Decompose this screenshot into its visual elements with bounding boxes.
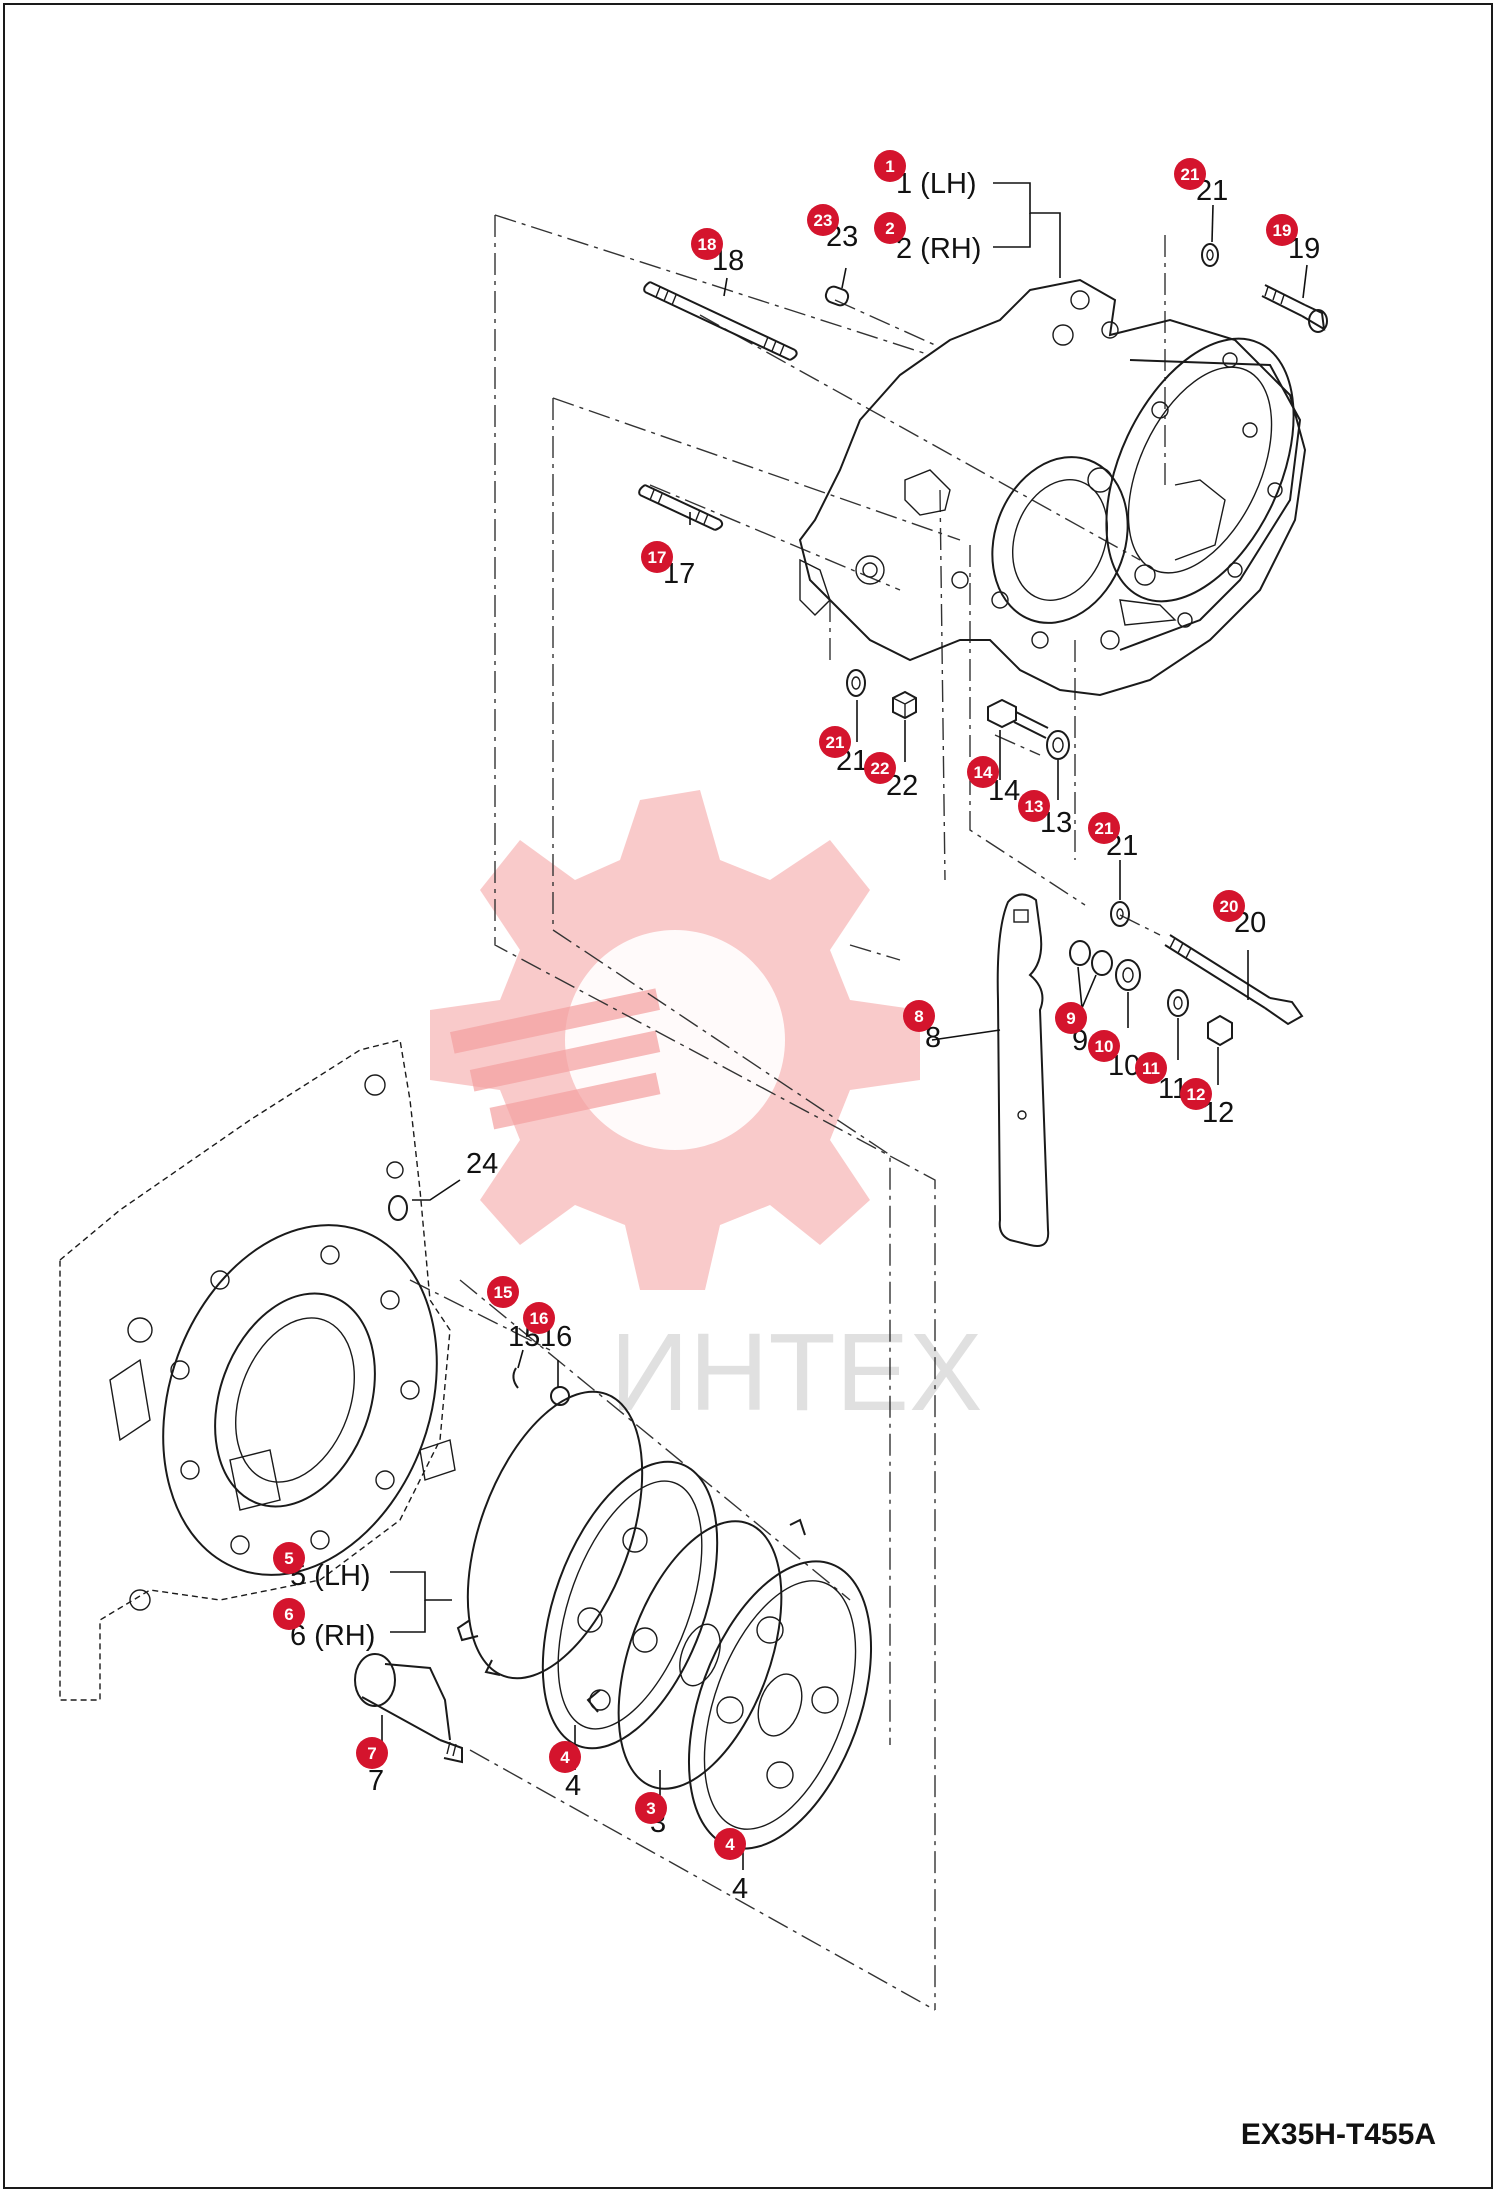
badge-3[interactable]: 3 <box>635 1792 667 1824</box>
badge-7[interactable]: 7 <box>356 1737 388 1769</box>
label-part-5-lh: 5 (LH) <box>290 1560 371 1592</box>
short-stud-17 <box>638 484 724 531</box>
badge-16[interactable]: 16 <box>523 1302 555 1334</box>
bolt-14 <box>987 698 1049 739</box>
svg-text:21: 21 <box>1095 819 1114 838</box>
diagram-code: EX35H-T455A <box>1240 2118 1436 2151</box>
svg-text:23: 23 <box>814 211 833 230</box>
dowel-pin-23 <box>824 285 850 307</box>
pin-15 <box>512 1367 519 1389</box>
washer-11 <box>1167 989 1189 1017</box>
badge-18[interactable]: 18 <box>691 228 723 260</box>
badge-21-right[interactable]: 21 <box>1088 812 1120 844</box>
svg-text:20: 20 <box>1220 897 1239 916</box>
svg-text:1: 1 <box>885 157 894 176</box>
badge-11[interactable]: 11 <box>1135 1052 1167 1084</box>
svg-text:3: 3 <box>646 1799 655 1818</box>
badge-10[interactable]: 10 <box>1088 1030 1120 1062</box>
part-labels: 1 (LH) 2 (RH) 23 18 21 19 17 21 22 14 13… <box>290 168 1320 1905</box>
svg-text:4: 4 <box>560 1748 570 1767</box>
svg-text:18: 18 <box>698 235 717 254</box>
badge-23[interactable]: 23 <box>807 204 839 236</box>
badge-20[interactable]: 20 <box>1213 890 1245 922</box>
washer-21-right <box>1110 901 1130 927</box>
svg-text:10: 10 <box>1095 1037 1114 1056</box>
badge-21-lower-left[interactable]: 21 <box>819 726 851 758</box>
callout-badges: 1 2 23 18 21 19 17 21 22 14 13 21 20 8 9… <box>273 150 1298 1860</box>
svg-text:15: 15 <box>494 1283 513 1302</box>
svg-text:16: 16 <box>530 1309 549 1328</box>
watermark-text: ИНТЕХ <box>610 1311 982 1434</box>
label-part-24: 24 <box>466 1148 498 1180</box>
badge-6[interactable]: 6 <box>273 1598 305 1630</box>
badge-8[interactable]: 8 <box>903 1000 935 1032</box>
label-part-6-rh: 6 (RH) <box>290 1620 375 1652</box>
transmission-case <box>59 1039 456 1701</box>
svg-text:2: 2 <box>885 219 894 238</box>
pin-9-pair <box>1069 940 1113 976</box>
badge-13[interactable]: 13 <box>1018 790 1050 822</box>
badge-5[interactable]: 5 <box>273 1542 305 1574</box>
svg-text:4: 4 <box>725 1835 735 1854</box>
svg-text:17: 17 <box>648 548 667 567</box>
dowel-24 <box>388 1195 408 1221</box>
friction-disc-4-front <box>541 1460 719 1750</box>
badge-17[interactable]: 17 <box>641 541 673 573</box>
badge-9[interactable]: 9 <box>1055 1002 1087 1034</box>
svg-text:7: 7 <box>367 1744 376 1763</box>
bolt-19 <box>1261 284 1328 333</box>
leader-lines <box>381 182 1308 1870</box>
label-part-2-rh: 2 (RH) <box>896 233 981 265</box>
badge-4-front[interactable]: 4 <box>549 1741 581 1773</box>
badge-14[interactable]: 14 <box>967 756 999 788</box>
washer-21-lower-left <box>846 669 866 697</box>
long-stud-18 <box>643 281 798 361</box>
svg-text:9: 9 <box>1066 1009 1075 1028</box>
svg-text:14: 14 <box>974 763 993 782</box>
diagram-frame <box>3 3 1493 2189</box>
final-drive-housing <box>798 278 1307 697</box>
svg-text:8: 8 <box>914 1007 923 1026</box>
assembly-guide-lines <box>409 214 1166 2011</box>
nut-22 <box>892 690 917 720</box>
label-part-4-rear: 4 <box>732 1873 748 1905</box>
ball-16 <box>550 1386 570 1406</box>
brake-housing-5-6 <box>456 1390 644 1680</box>
brake-lever-8 <box>996 893 1050 1247</box>
svg-text:21: 21 <box>1181 165 1200 184</box>
badge-19[interactable]: 19 <box>1266 214 1298 246</box>
badge-1[interactable]: 1 <box>874 150 906 182</box>
svg-text:21: 21 <box>826 733 845 752</box>
separator-plate-3 <box>586 1518 806 1790</box>
svg-text:6: 6 <box>284 1605 293 1624</box>
svg-text:5: 5 <box>284 1549 293 1568</box>
label-part-7: 7 <box>368 1765 384 1797</box>
svg-text:12: 12 <box>1187 1085 1206 1104</box>
washer-21-upper <box>1201 243 1219 267</box>
washer-13 <box>1046 730 1070 760</box>
badge-2[interactable]: 2 <box>874 212 906 244</box>
nut-12 <box>1207 1014 1233 1047</box>
svg-text:13: 13 <box>1025 797 1044 816</box>
label-part-8: 8 <box>925 1022 941 1054</box>
svg-text:19: 19 <box>1273 221 1292 240</box>
label-part-1-lh: 1 (LH) <box>896 168 977 200</box>
badge-15[interactable]: 15 <box>487 1276 519 1308</box>
washer-10 <box>1115 959 1141 991</box>
svg-text:22: 22 <box>871 759 890 778</box>
badge-21-upper[interactable]: 21 <box>1174 158 1206 190</box>
badge-12[interactable]: 12 <box>1180 1078 1212 1110</box>
cam-shaft-7 <box>354 1653 463 1764</box>
badge-22[interactable]: 22 <box>864 752 896 784</box>
label-part-4-front: 4 <box>565 1770 581 1802</box>
svg-text:11: 11 <box>1142 1059 1160 1078</box>
badge-4-rear[interactable]: 4 <box>714 1828 746 1860</box>
friction-disc-4-rear <box>687 1560 873 1850</box>
